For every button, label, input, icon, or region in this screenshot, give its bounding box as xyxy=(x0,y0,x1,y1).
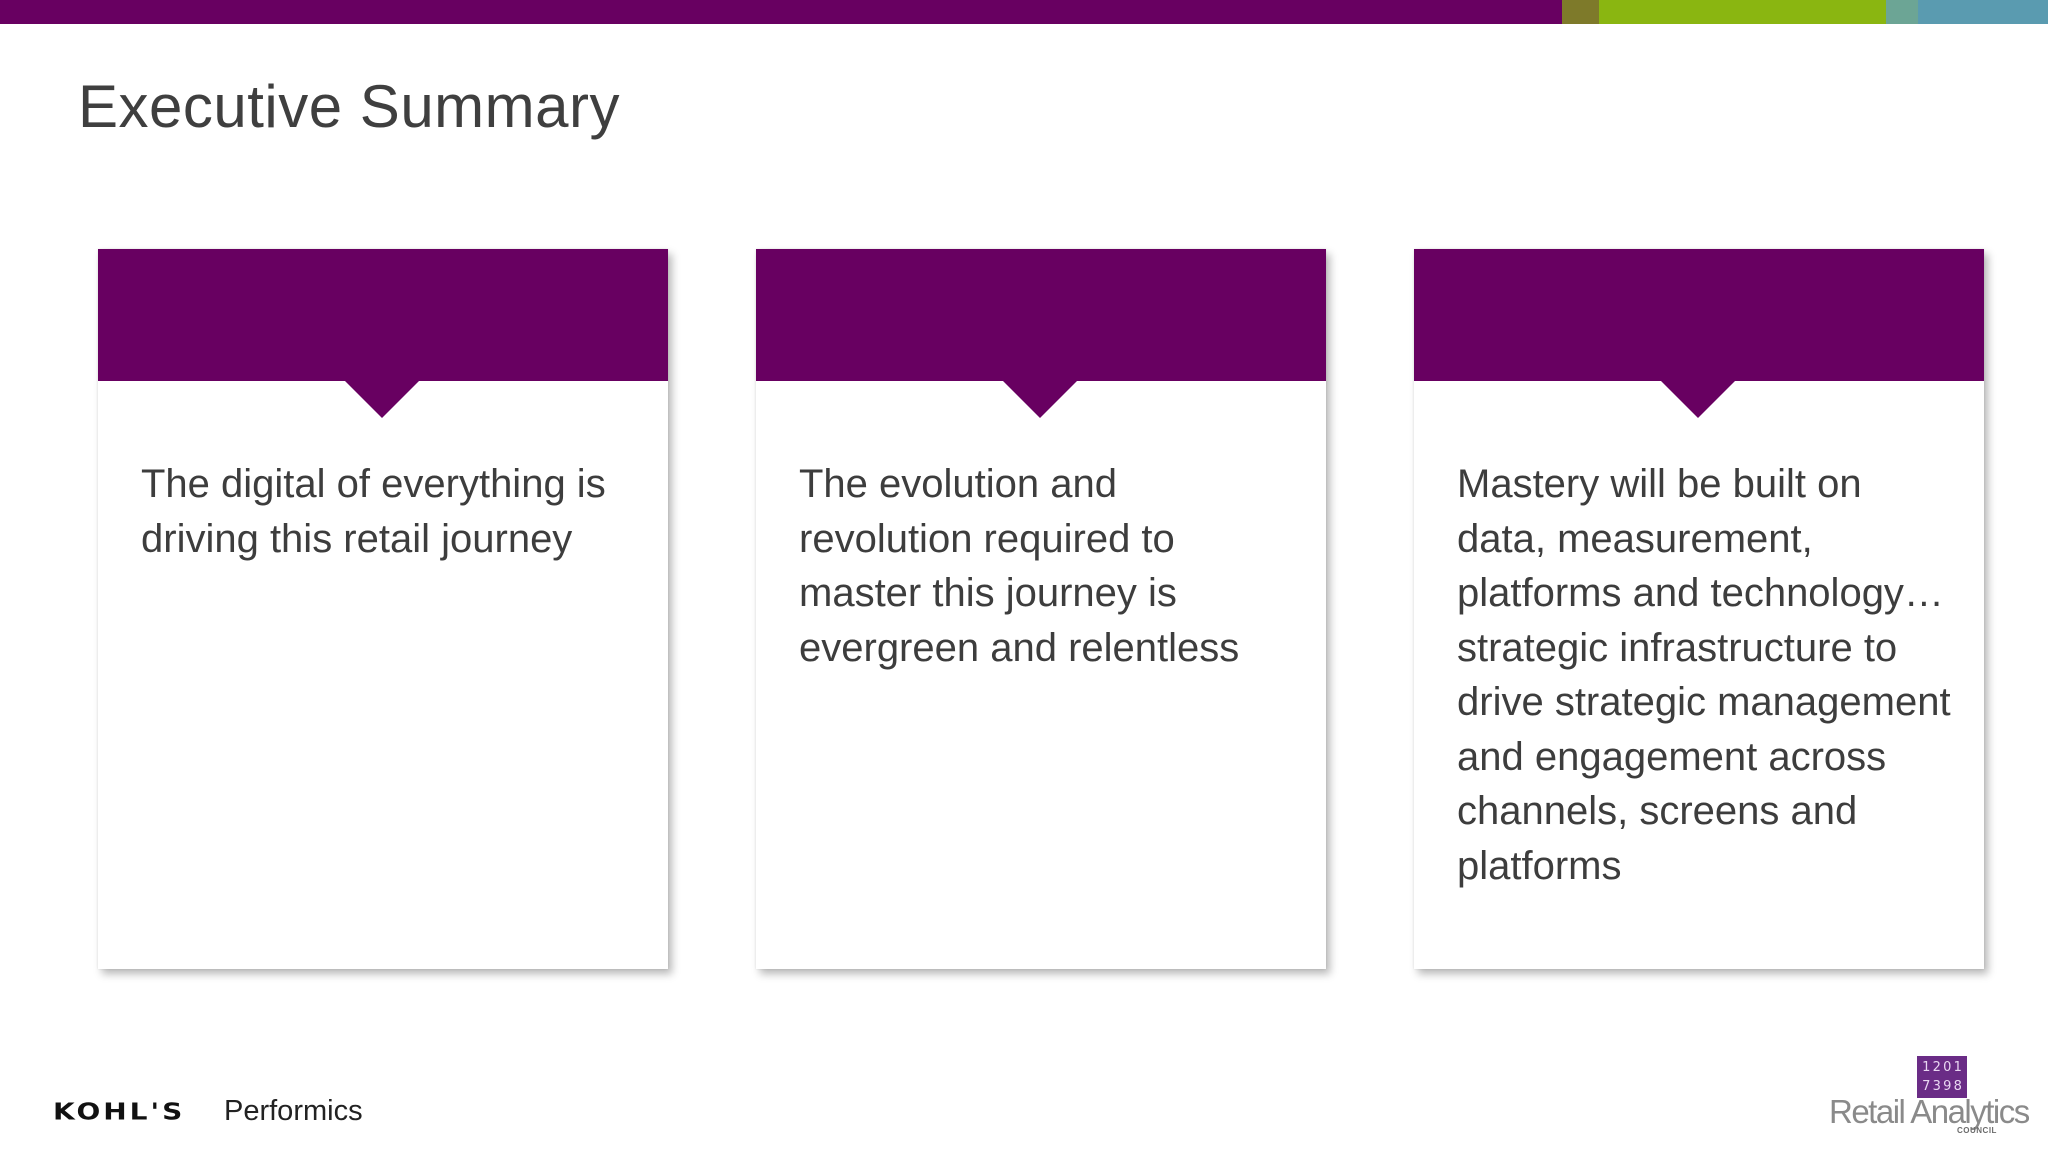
summary-card: The evolution and revolution required to… xyxy=(756,249,1326,969)
accent-segment-blue xyxy=(1918,0,2048,24)
summary-card: Mastery will be built on data, measureme… xyxy=(1414,249,1984,969)
retail-analytics-council-logo: 1 2 0 1 7 3 9 8 Retail Analytics COUNCIL xyxy=(1825,1052,2030,1147)
rac-digit: 9 xyxy=(1943,1079,1952,1094)
rac-digit: 8 xyxy=(1953,1079,1962,1094)
rac-digit: 2 xyxy=(1932,1060,1941,1075)
rac-digit: 1 xyxy=(1922,1060,1931,1075)
top-accent-bar xyxy=(0,0,2048,24)
accent-segment-purple xyxy=(0,0,1562,24)
rac-digit: 1 xyxy=(1953,1060,1962,1075)
accent-segment-teal xyxy=(1886,0,1918,24)
kohls-logo: KOHL'S xyxy=(53,1098,186,1126)
accent-segment-olive xyxy=(1562,0,1599,24)
rac-digit: 0 xyxy=(1943,1060,1952,1075)
rac-logo-grid-icon: 1 2 0 1 7 3 9 8 xyxy=(1917,1056,1967,1098)
card-text: The evolution and revolution required to… xyxy=(799,462,1240,670)
rac-digit: 3 xyxy=(1932,1079,1941,1094)
card-pointer xyxy=(344,380,420,418)
card-header xyxy=(1414,249,1984,381)
card-text: Mastery will be built on data, measureme… xyxy=(1457,462,1951,888)
rac-logo-name: Retail Analytics xyxy=(1829,1093,2030,1130)
card-header xyxy=(756,249,1326,381)
performics-logo: Performics xyxy=(224,1095,363,1127)
card-pointer xyxy=(1660,380,1736,418)
summary-card: The digital of everything is driving thi… xyxy=(98,249,668,969)
rac-digit: 7 xyxy=(1922,1079,1931,1094)
slide-title: Executive Summary xyxy=(78,73,620,140)
rac-logo-sub: COUNCIL xyxy=(1957,1126,1997,1135)
accent-segment-green xyxy=(1599,0,1886,24)
card-pointer xyxy=(1002,380,1078,418)
card-header xyxy=(98,249,668,381)
card-text: The digital of everything is driving thi… xyxy=(141,462,606,561)
